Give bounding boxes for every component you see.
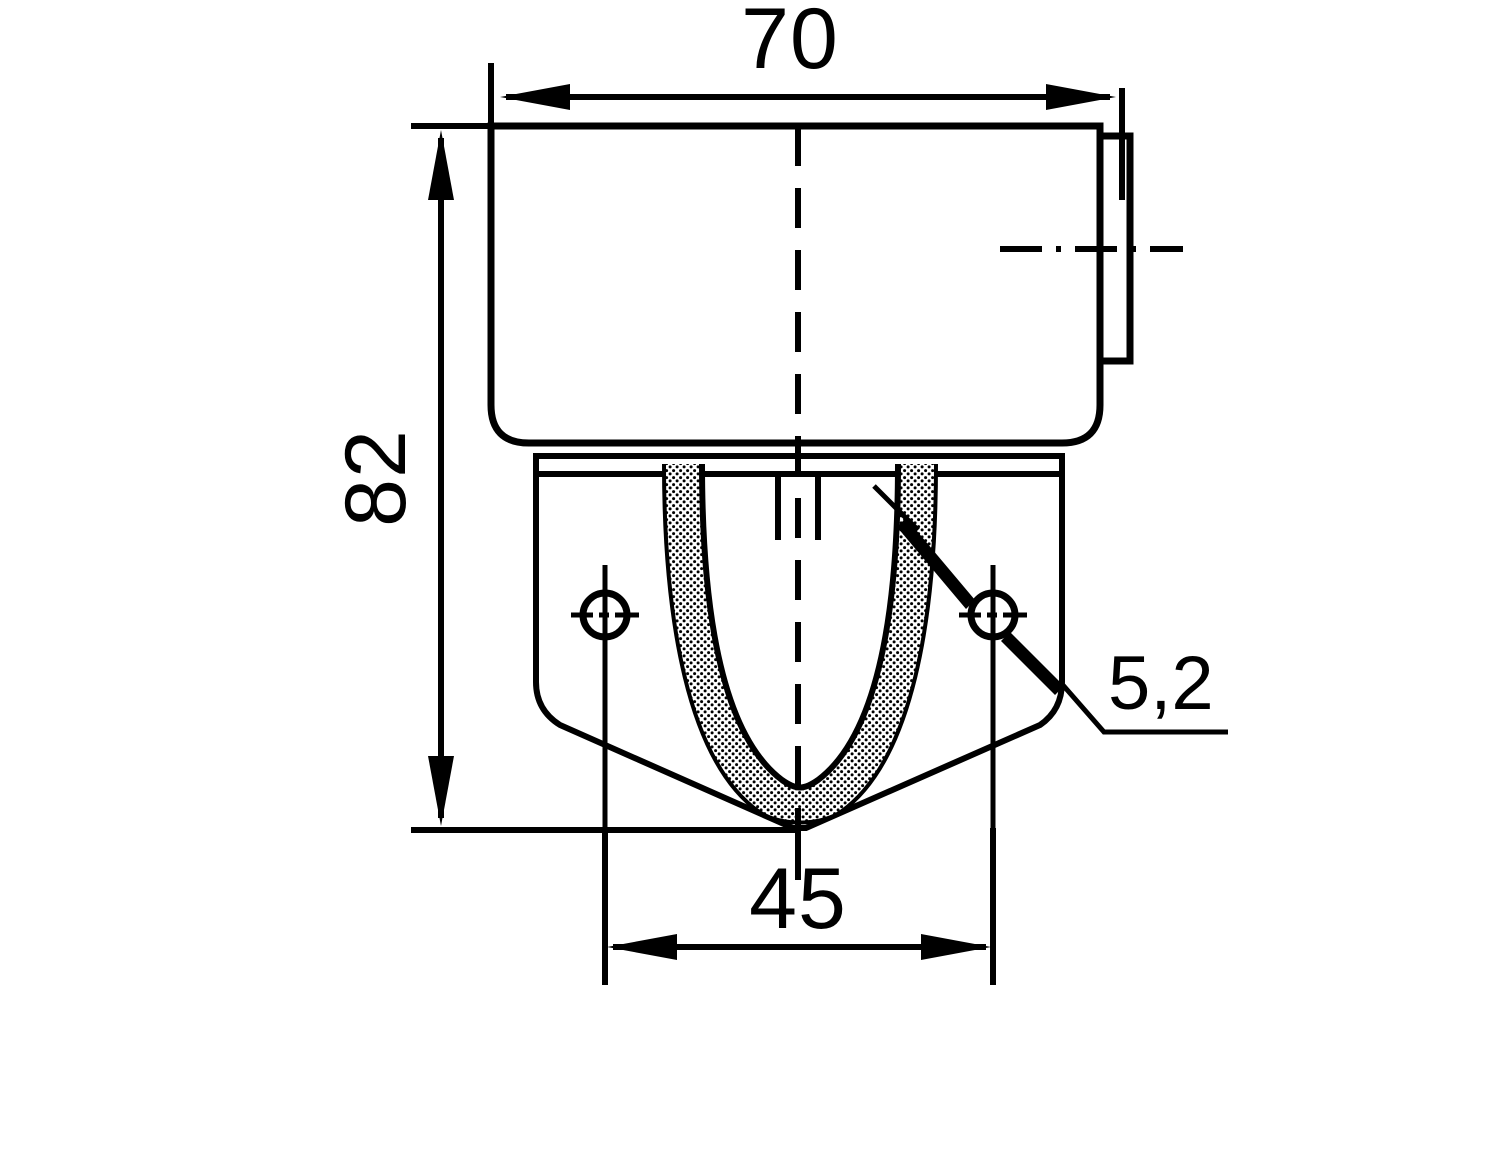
leader-arrow-upper (897, 518, 975, 609)
dim70-arrow-left (500, 84, 570, 110)
u-channel-section-fill (666, 464, 934, 821)
dim82-arrow-bottom (428, 756, 454, 826)
dim82-arrow-top (428, 130, 454, 200)
dim45-arrow-left (607, 934, 677, 960)
channel-mouth-marks (775, 474, 821, 540)
hole-diameter-leader: 5,2 (872, 484, 1228, 735)
dimension-width-70: 70 (488, 0, 1125, 200)
leader-tail-upper (872, 484, 920, 532)
dimension-spacing-45: 45 (602, 828, 996, 985)
dim82-label: 82 (328, 429, 424, 527)
leader-shelf (1060, 682, 1228, 735)
dim45-label: 45 (749, 851, 847, 947)
dim70-arrow-right (1046, 84, 1116, 110)
dim70-label: 70 (741, 0, 839, 87)
u-channel-inner-wall (699, 463, 901, 791)
dim45-arrow-right (921, 934, 991, 960)
leader-arrow-lower (1001, 632, 1064, 695)
hole-diameter-label: 5,2 (1108, 641, 1214, 726)
